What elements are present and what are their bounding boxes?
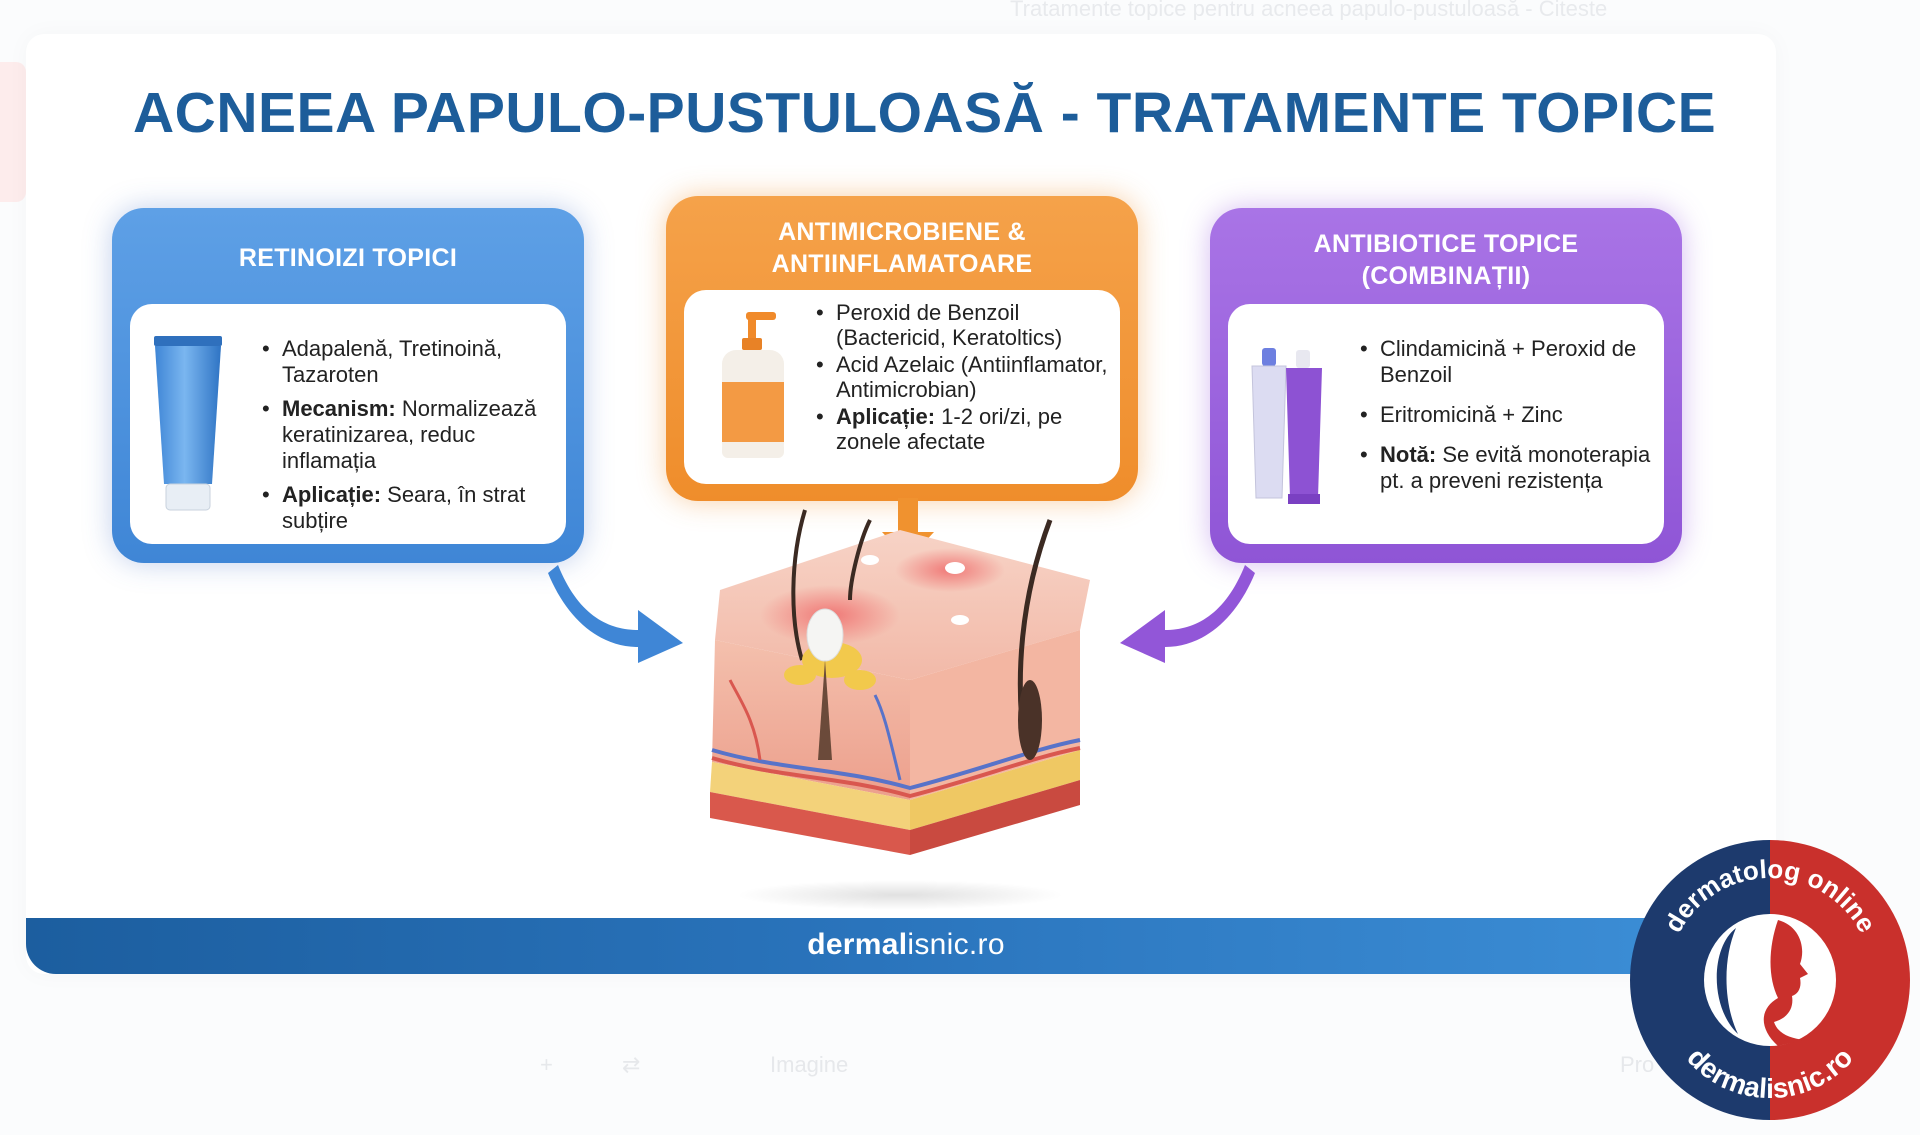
illustration-shadow [735, 880, 1065, 910]
background-pro-label: Pro [1620, 1052, 1655, 1077]
pump-bottle-icon [722, 312, 784, 458]
list-item: Adapalenă, Tretinoină, Tazaroten [260, 336, 560, 388]
antimicrobial-panel-body: Peroxid de Benzoil (Bactericid, Keratolt… [684, 290, 1120, 484]
list-item: Acid Azelaic (Antiinflamator, Antimicrob… [814, 352, 1114, 402]
antibiotics-title-line2: (COMBINAȚII) [1361, 262, 1531, 290]
dermalisnic-logo: dermatolog online dermalisnic.ro [1630, 840, 1910, 1120]
antimicrobial-panel-title: ANTIMICROBIENE & ANTIINFLAMATOARE [666, 216, 1138, 280]
list-item: Notă: Se evită monoterapia pt. a preveni… [1358, 442, 1658, 494]
footer-site-name: dermalisnic.ro [807, 928, 1005, 961]
background-toolbar: + ⇄ Imagine Pro [540, 1040, 1740, 1090]
background-swap-icon: ⇄ [622, 1052, 641, 1077]
antibiotics-panel: ANTIBIOTICE TOPICE (COMBINAȚII) Clindami… [1210, 208, 1682, 563]
background-plus-icon: + [540, 1052, 553, 1077]
retinoids-panel-title: RETINOIZI TOPICI [238, 244, 458, 272]
list-item: Mecanism: Normalizează keratinizarea, re… [260, 396, 560, 474]
background-page-title: Tratamente topice pentru acneea papulo-p… [1010, 0, 1608, 20]
antibiotics-panel-title: ANTIBIOTICE TOPICE (COMBINAȚII) [1210, 228, 1682, 292]
list-item: Peroxid de Benzoil (Bactericid, Keratolt… [814, 300, 1114, 350]
list-item: Aplicație: Seara, în strat subțire [260, 482, 560, 534]
antimicrobial-title-line2: ANTIINFLAMATOARE [771, 250, 1033, 278]
background-side-strip [0, 62, 26, 202]
antibiotics-list: Clindamicină + Peroxid de Benzoil Eritro… [1358, 336, 1658, 508]
skin-cross-section-illustration [710, 509, 1090, 855]
blue-arrow-icon [548, 565, 683, 663]
antimicrobial-panel: ANTIMICROBIENE & ANTIINFLAMATOARE Peroxi… [666, 196, 1138, 501]
cream-tube-icon [154, 336, 222, 511]
purple-arrow-icon [1120, 565, 1255, 663]
antimicrobial-title-line1: ANTIMICROBIENE & [778, 218, 1026, 246]
list-item: Clindamicină + Peroxid de Benzoil [1358, 336, 1658, 388]
list-item: Eritromicină + Zinc [1358, 402, 1658, 428]
antimicrobial-list: Peroxid de Benzoil (Bactericid, Keratolt… [814, 300, 1114, 456]
retinoids-panel-body: Adapalenă, Tretinoină, Tazaroten Mecanis… [130, 304, 566, 544]
retinoids-panel: RETINOIZI TOPICI Adapalenă, Tretinoină, … [112, 208, 584, 563]
footer-bar: dermalisnic.ro [26, 918, 1706, 974]
twin-tubes-icon [1251, 348, 1322, 504]
antibiotics-panel-body: Clindamicină + Peroxid de Benzoil Eritro… [1228, 304, 1664, 544]
background-image-label: Imagine [770, 1052, 849, 1077]
infographic-title: ACNEEA PAPULO-PUSTULOASĂ - TRATAMENTE TO… [133, 81, 1717, 145]
retinoids-list: Adapalenă, Tretinoină, Tazaroten Mecanis… [260, 336, 560, 542]
list-item: Aplicație: 1-2 ori/zi, pe zonele afectat… [814, 404, 1114, 454]
antibiotics-title-line1: ANTIBIOTICE TOPICE [1313, 230, 1579, 258]
